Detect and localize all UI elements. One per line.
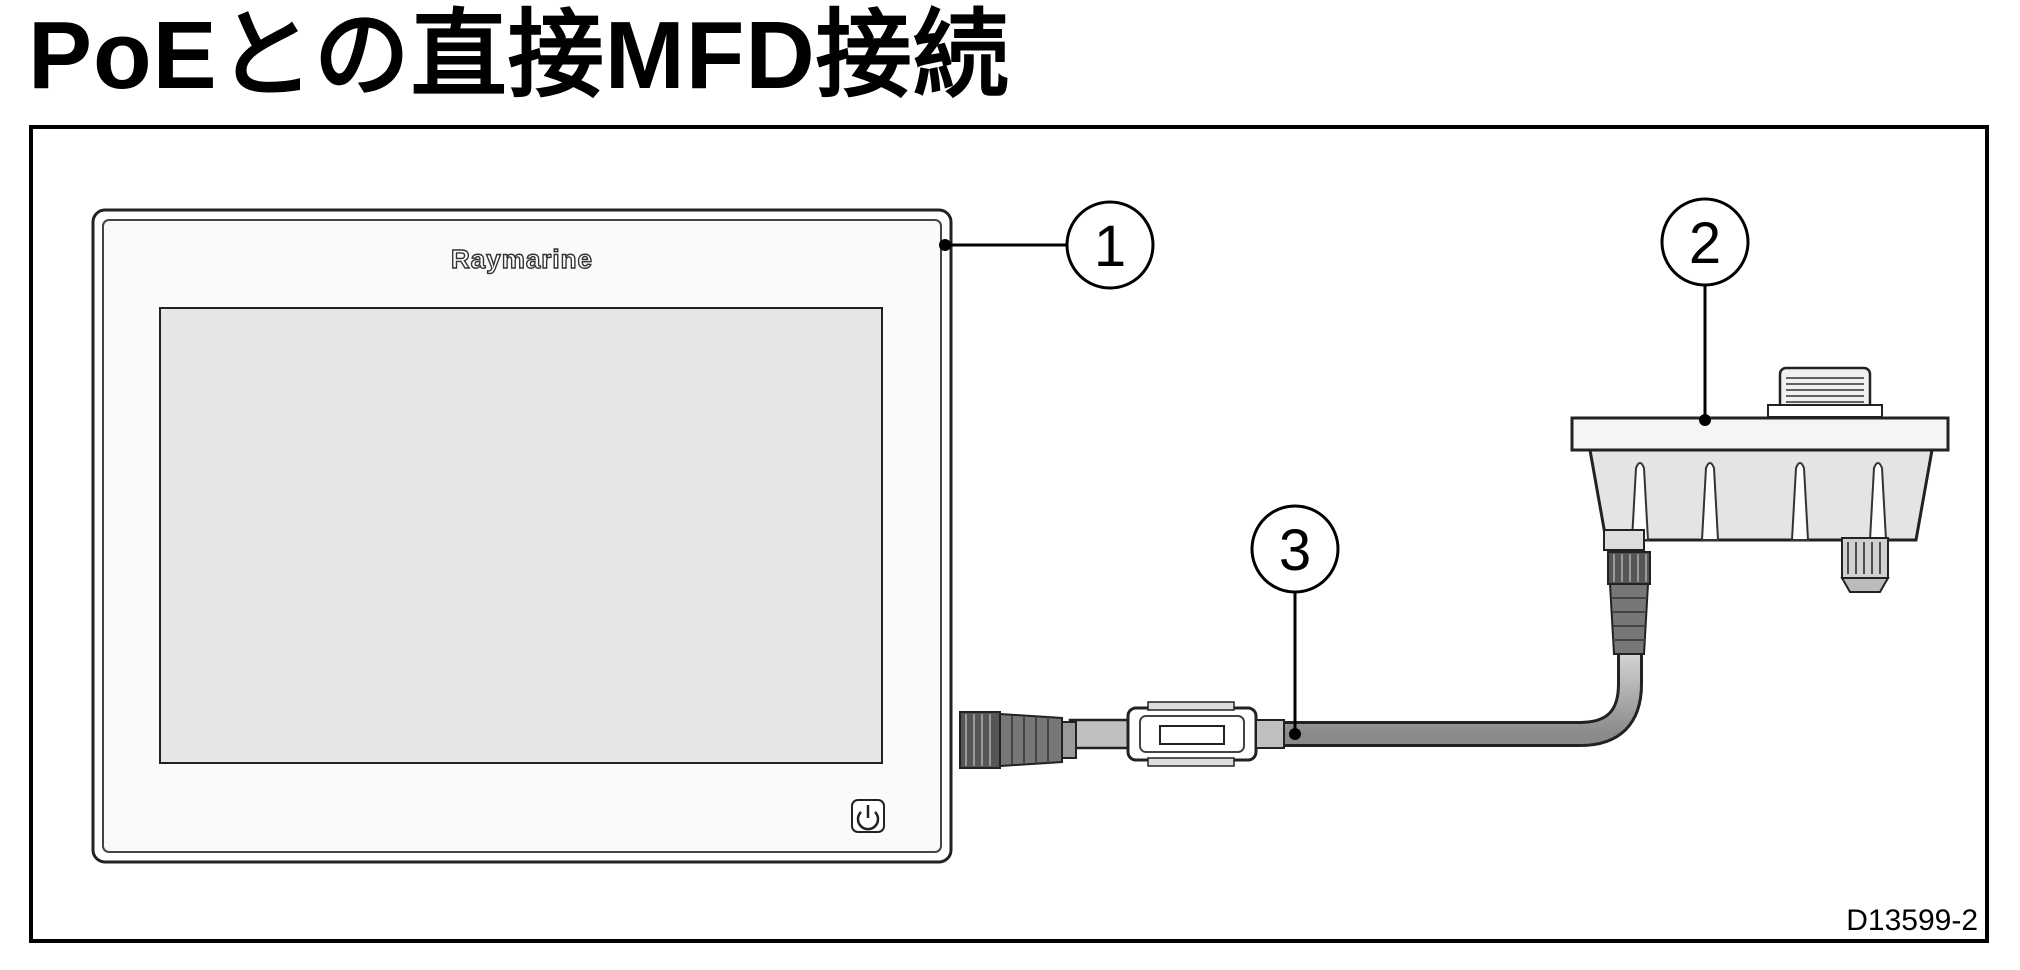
- page-title: PoEとの直接MFD接続: [28, 2, 1010, 109]
- cable-end-connector-right: [1607, 551, 1651, 655]
- cable-end-connector-left: [959, 711, 1077, 769]
- mfd-display: Raymarine: [91, 208, 953, 864]
- callout-2: 2: [1660, 197, 1750, 426]
- callout-2-number: 2: [1689, 211, 1721, 276]
- callout-3-number: 3: [1279, 518, 1311, 583]
- mfd-brand-label: Raymarine: [451, 244, 593, 274]
- callout-3: 3: [1250, 504, 1340, 740]
- ferrite-core: [1126, 701, 1258, 767]
- power-icon: [851, 799, 885, 833]
- poe-cable: [959, 551, 1651, 769]
- mfd-screen: [159, 307, 883, 764]
- network-switch: [1570, 366, 1950, 593]
- switch-port-connector: [1840, 537, 1890, 593]
- figure-id: D13599-2: [1846, 904, 1978, 937]
- diagram-frame: [29, 125, 1989, 943]
- callout-1-number: 1: [1094, 214, 1126, 279]
- callout-1: 1: [939, 200, 1155, 290]
